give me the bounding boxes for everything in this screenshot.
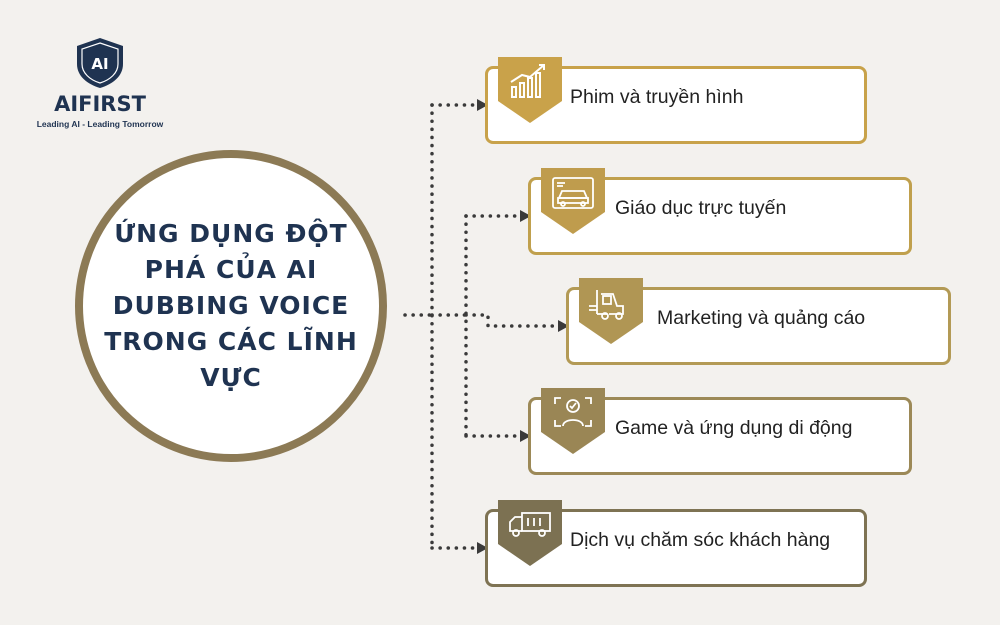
growth-chart-icon xyxy=(510,64,545,98)
item-label: Dịch vụ chăm sóc khách hàng xyxy=(570,529,831,551)
truck-icon xyxy=(509,512,551,537)
arrowhead-4 xyxy=(520,430,531,442)
brand-logo: AI AIFIRST Leading AI - Leading Tomorrow xyxy=(30,36,170,129)
item-card-customer-service: Dịch vụ chăm sóc khách hàng xyxy=(485,500,867,587)
brand-name: AIFIRST xyxy=(54,92,146,116)
item-badge xyxy=(498,57,562,123)
item-label: Marketing và quảng cáo xyxy=(657,307,866,329)
forklift-icon xyxy=(589,290,624,320)
arrowhead-1 xyxy=(477,99,488,111)
car-document-icon xyxy=(552,177,594,209)
connector-to-item-3 xyxy=(464,313,562,328)
item-badge xyxy=(579,278,643,344)
item-badge xyxy=(498,500,562,566)
hub-title: ỨNG DỤNG ĐỘT PHÁ CỦA AI DUBBING VOICE TR… xyxy=(104,219,358,392)
item-card-film: Phim và truyền hình xyxy=(485,57,867,144)
item-label: Giáo dục trực tuyến xyxy=(615,197,787,219)
arrowhead-5 xyxy=(477,542,488,554)
brand-tagline: Leading AI - Leading Tomorrow xyxy=(36,119,164,129)
shield-logo-icon: AI xyxy=(77,38,123,88)
item-label: Phim và truyền hình xyxy=(570,86,744,108)
arrowhead-3 xyxy=(558,320,569,332)
logo-mark: AI xyxy=(91,55,108,73)
item-badge xyxy=(541,388,605,454)
item-card-game: Game và ứng dụng di động xyxy=(528,388,912,475)
face-id-icon xyxy=(554,397,592,427)
item-card-education: Giáo dục trực tuyến xyxy=(528,168,912,255)
item-badge xyxy=(541,168,605,234)
item-label: Game và ứng dụng di động xyxy=(615,417,853,439)
arrowhead-2 xyxy=(520,210,531,222)
item-card-marketing: Marketing và quảng cáo xyxy=(566,278,951,365)
hub-circle: ỨNG DỤNG ĐỘT PHÁ CỦA AI DUBBING VOICE TR… xyxy=(75,150,387,462)
